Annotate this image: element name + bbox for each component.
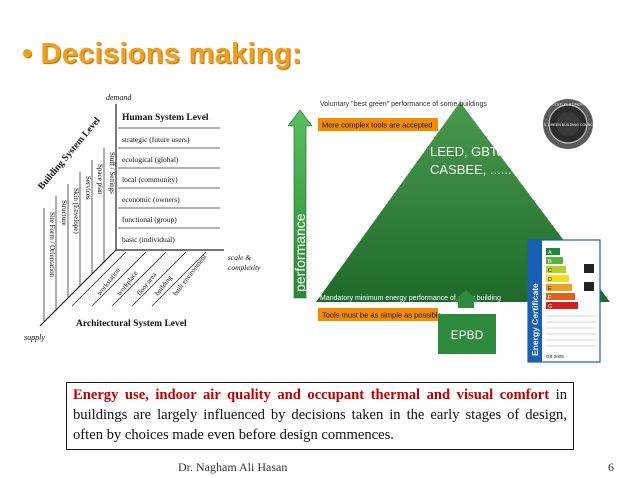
demand-label: demand — [106, 93, 132, 102]
footer-author: Dr. Nagham Ali Hasan — [178, 460, 288, 474]
epbd-arrow — [452, 290, 480, 308]
rating-g: G — [548, 304, 552, 310]
gb-year-label: GB 2005 — [546, 354, 564, 359]
seal-top-text: LEED PLATINUM — [552, 102, 584, 107]
slide-title: •Decisions making: — [22, 38, 302, 71]
building-levels — [43, 148, 105, 322]
human-system-level-title: Human System Level — [122, 113, 209, 123]
energy-certificate-label: Energy Certificate — [530, 283, 540, 356]
rating-d: D — [548, 277, 552, 283]
arch-level-4: built environment — [171, 253, 208, 297]
building-level-5: Stuff / Settings — [108, 152, 116, 194]
title-bullet: • — [22, 38, 33, 70]
summary-rest: in buildings are largely influenced by d… — [73, 387, 567, 443]
human-level-5: basic (individual) — [122, 235, 175, 244]
human-level-4: functional (group) — [122, 215, 177, 224]
human-levels: strategic (future users) ecological (glo… — [118, 127, 220, 244]
summary-textbox: Energy use, indoor air quality and occup… — [66, 382, 574, 450]
summary-highlight: Energy use, indoor air quality and occup… — [73, 387, 550, 403]
building-level-0: Site Form / Orientation — [48, 212, 56, 278]
complex-tools-label: More complex tools are accepted — [322, 121, 432, 130]
system-levels-diagram: demand scale & complexity supply Human S… — [24, 93, 261, 342]
seal-text: U.S. GREEN BUILDING COUNCIL — [540, 123, 596, 127]
rating-a: A — [548, 250, 552, 256]
complex-tools-box — [318, 118, 438, 131]
mandatory-caption: Mandatory minimum energy performance of … — [320, 295, 501, 302]
rating-b: B — [548, 259, 552, 265]
scale-label-1: scale & — [228, 253, 251, 262]
human-level-2: local (community) — [122, 175, 178, 184]
title-text: Decisions making: — [40, 38, 302, 70]
simple-tools-label: Tools must be as simple as possible — [322, 311, 442, 320]
tools-names-line2: CASBEE, ...... — [430, 162, 512, 177]
green-performance-pyramid: performance Voluntary "best green" perfo… — [288, 99, 610, 363]
epbd-box — [438, 314, 496, 354]
simple-tools-box — [318, 308, 438, 321]
human-level-3: economic (owners) — [122, 195, 180, 204]
building-level-2: Skin (Envelope) — [72, 188, 80, 234]
performance-label: performance — [292, 213, 308, 292]
tools-names-line1: LEED, GBTool, — [430, 144, 517, 159]
voluntary-caption: Voluntary "best green" performance of so… — [320, 101, 487, 108]
rating-c: C — [548, 268, 552, 274]
performance-arrow — [288, 109, 313, 299]
scale-label-2: complexity — [228, 263, 261, 272]
building-level-3: Services — [84, 176, 92, 200]
usgbc-seal: LEED PLATINUM U.S. GREEN BUILDING COUNCI… — [540, 99, 596, 149]
building-level-4: Space plan — [96, 164, 104, 195]
footer-page-number: 6 — [608, 460, 614, 474]
architectural-system-level-title: Architectural System Level — [76, 319, 187, 329]
rating-f: F — [548, 295, 552, 301]
supply-label: supply — [24, 333, 45, 342]
rating-e: E — [548, 286, 552, 292]
human-level-0: strategic (future users) — [122, 135, 190, 144]
supply-axis — [39, 249, 117, 327]
building-level-1: Structure — [60, 200, 68, 226]
architectural-levels — [71, 251, 207, 307]
energy-certificate: Energy Certificate A B C D E F G GB 2005 — [527, 239, 601, 363]
human-level-1: ecological (global) — [122, 155, 179, 164]
epbd-label: EPBD — [451, 328, 484, 342]
